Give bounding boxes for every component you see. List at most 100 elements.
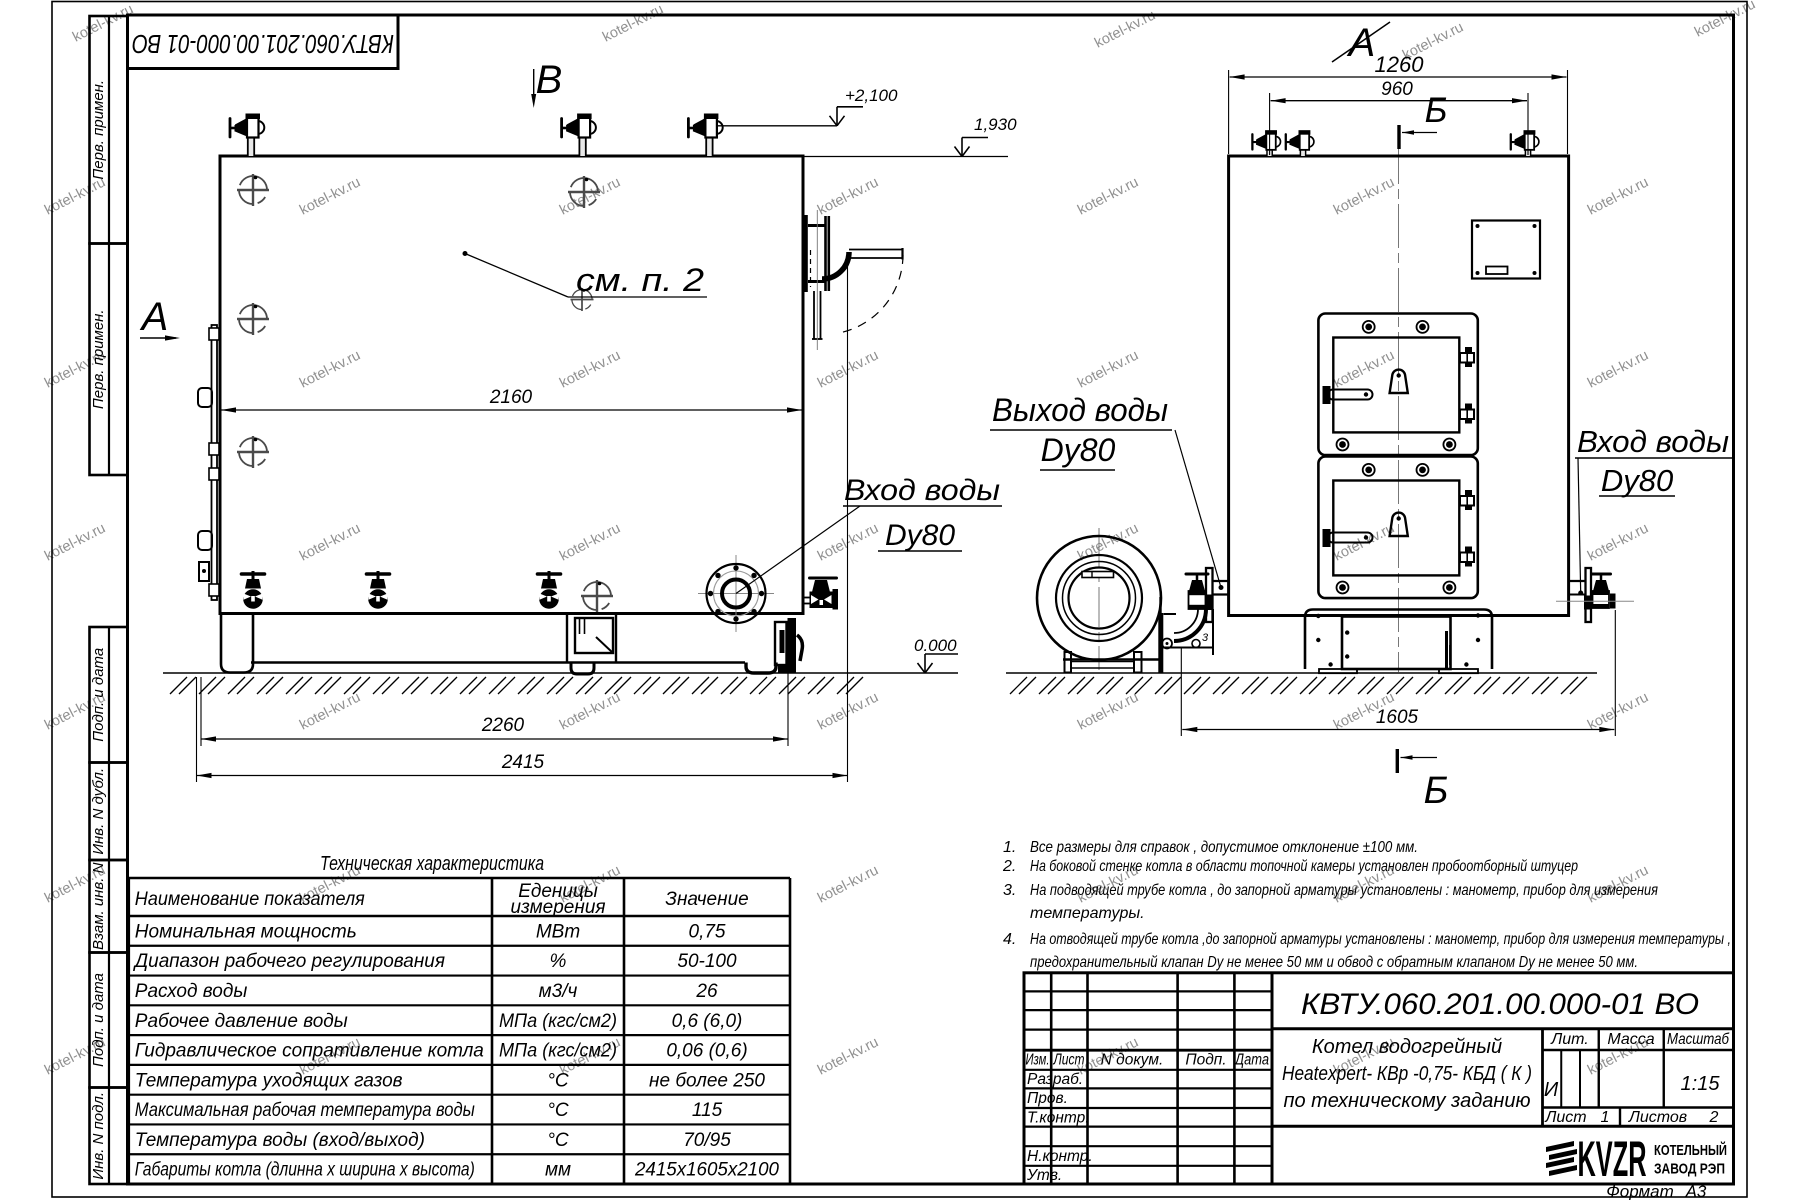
svg-text:Техническая характеристика: Техническая характеристика xyxy=(320,853,544,875)
svg-text:Вход воды: Вход воды xyxy=(1577,424,1729,459)
svg-text:по техническому заданию: по техническому заданию xyxy=(1283,1090,1530,1112)
svg-text:Гидравлическое сопративление к: Гидравлическое сопративление котла xyxy=(135,1041,484,1062)
svg-text:температуры.: температуры. xyxy=(1030,905,1145,922)
svg-text:Формат: Формат xyxy=(1606,1182,1674,1200)
svg-text:не более 250: не более 250 xyxy=(649,1070,765,1091)
svg-text:Dy80: Dy80 xyxy=(1601,463,1673,498)
svg-text:2.: 2. xyxy=(1002,858,1016,875)
svg-text:Б: Б xyxy=(1424,770,1449,812)
svg-text:Лист: Лист xyxy=(1544,1109,1586,1126)
svg-text:Инв. N подл.: Инв. N подл. xyxy=(90,1092,107,1180)
svg-text:Дата: Дата xyxy=(1233,1052,1269,1069)
svg-text:Изм.: Изм. xyxy=(1026,1052,1050,1069)
svg-text:КВТУ.060.201.00.000-01 ВО: КВТУ.060.201.00.000-01 ВО xyxy=(1301,988,1699,1021)
svg-text:2160: 2160 xyxy=(489,387,533,408)
svg-text:На боковой стенке котла в обла: На боковой стенке котла в области топочн… xyxy=(1030,858,1578,875)
svg-text:Взам. инв. N: Взам. инв. N xyxy=(90,862,107,950)
svg-text:2415: 2415 xyxy=(501,752,545,773)
svg-text:Значение: Значение xyxy=(665,889,748,910)
svg-text:Рабочее давление воды: Рабочее давление воды xyxy=(135,1011,348,1032)
svg-text:МВт: МВт xyxy=(536,921,580,942)
svg-text:ЗАВОД РЭП: ЗАВОД РЭП xyxy=(1654,1161,1725,1178)
svg-text:Перв. примен.: Перв. примен. xyxy=(90,80,107,180)
svg-text:1605: 1605 xyxy=(1376,707,1419,728)
svg-text:3: 3 xyxy=(1202,632,1209,644)
svg-text:Расход воды: Расход воды xyxy=(135,981,248,1002)
svg-text:N докум.: N докум. xyxy=(1101,1052,1164,1069)
svg-text:м3/ч: м3/ч xyxy=(539,981,578,1002)
svg-text:0,75: 0,75 xyxy=(689,921,726,942)
svg-text:26: 26 xyxy=(695,981,718,1002)
svg-text:0.000: 0.000 xyxy=(914,636,957,655)
svg-text:1: 1 xyxy=(1601,1109,1610,1126)
svg-text:Н.контр.: Н.контр. xyxy=(1027,1148,1093,1165)
svg-text:измерения: измерения xyxy=(510,897,605,918)
svg-text:Утв.: Утв. xyxy=(1026,1167,1062,1184)
svg-text:На отводящей трубе котла ,до з: На отводящей трубе котла ,до запорной ар… xyxy=(1030,931,1731,948)
svg-text:4.: 4. xyxy=(1003,931,1016,948)
svg-text:КВТУ.060.201.00.000-01 ВО: КВТУ.060.201.00.000-01 ВО xyxy=(132,29,394,59)
svg-text:2415х1605х2100: 2415х1605х2100 xyxy=(634,1160,779,1181)
svg-text:В: В xyxy=(536,58,563,102)
svg-text:предохранительный клапан Dу н: предохранительный клапан Dу не менее 50 … xyxy=(1030,954,1638,971)
svg-text:115: 115 xyxy=(692,1100,723,1121)
svg-text:%: % xyxy=(550,951,567,972)
svg-text:Перв. примен.: Перв. примен. xyxy=(90,309,107,409)
svg-text:Максимальная рабочая температу: Максимальная рабочая температура воды xyxy=(135,1100,475,1121)
svg-text:1,930: 1,930 xyxy=(974,115,1017,134)
svg-text:А: А xyxy=(1347,21,1376,65)
svg-text:3.: 3. xyxy=(1003,882,1016,899)
svg-text:Heatexpert- КВр -0,75- КБД ( К: Heatexpert- КВр -0,75- КБД ( К ) xyxy=(1282,1063,1532,1085)
svg-text:Т.контр.: Т.контр. xyxy=(1027,1110,1090,1127)
svg-text:МПа (кгс/см2): МПа (кгс/см2) xyxy=(499,1011,617,1032)
svg-text:°С: °С xyxy=(547,1070,569,1091)
svg-text:Пров.: Пров. xyxy=(1027,1090,1068,1107)
svg-text:Температура воды (вход/выход): Температура воды (вход/выход) xyxy=(135,1130,425,1151)
svg-text:Габариты котла (длинна х ширин: Габариты котла (длинна х ширина х высота… xyxy=(135,1160,475,1181)
svg-text:Наименование показателя: Наименование показателя xyxy=(135,889,365,910)
svg-text:Подп.: Подп. xyxy=(1185,1052,1226,1069)
svg-text:1260: 1260 xyxy=(1375,52,1425,77)
svg-text:Номинальная мощность: Номинальная мощность xyxy=(135,921,357,942)
svg-text:Лист: Лист xyxy=(1053,1052,1085,1069)
svg-text:0,06 (0,6): 0,06 (0,6) xyxy=(666,1041,747,1062)
svg-text:см. п. 2: см. п. 2 xyxy=(576,262,704,298)
svg-text:1:15: 1:15 xyxy=(1681,1073,1721,1095)
svg-text:+2,100: +2,100 xyxy=(845,86,898,105)
svg-text:KVZR: KVZR xyxy=(1578,1131,1647,1187)
svg-text:Лит.: Лит. xyxy=(1550,1031,1588,1048)
svg-text:1.: 1. xyxy=(1003,839,1016,856)
svg-text:Разраб.: Разраб. xyxy=(1027,1071,1083,1088)
svg-text:Котел водогрейный: Котел водогрейный xyxy=(1312,1036,1502,1058)
svg-text:МПа (кгс/см2): МПа (кгс/см2) xyxy=(499,1041,617,1062)
svg-text:Подп. и дата: Подп. и дата xyxy=(90,648,107,742)
svg-text:А3: А3 xyxy=(1685,1182,1707,1200)
svg-text:0,6 (6,0): 0,6 (6,0) xyxy=(672,1011,743,1032)
svg-text:2260: 2260 xyxy=(481,715,525,736)
svg-text:мм: мм xyxy=(545,1160,571,1181)
svg-text:Выход воды: Выход воды xyxy=(992,392,1168,428)
svg-text:На подводящей трубе котла ,: На подводящей трубе котла , до запорной … xyxy=(1030,882,1658,899)
svg-text:Масштаб: Масштаб xyxy=(1667,1031,1730,1048)
svg-text:2: 2 xyxy=(1709,1109,1719,1126)
svg-text:Еденицы: Еденицы xyxy=(518,881,598,902)
svg-text:Подп. и дата: Подп. и дата xyxy=(90,973,107,1067)
svg-text:°С: °С xyxy=(547,1130,569,1151)
svg-text:Диапазон рабочего регулировани: Диапазон рабочего регулирования xyxy=(133,951,445,972)
svg-text:Масса: Масса xyxy=(1607,1031,1654,1048)
svg-text:50-100: 50-100 xyxy=(677,951,737,972)
svg-text:КОТЕЛЬНЫЙ: КОТЕЛЬНЫЙ xyxy=(1654,1141,1727,1159)
svg-text:Инв. N дубл.: Инв. N дубл. xyxy=(90,768,107,855)
svg-text:Dy80: Dy80 xyxy=(1041,432,1116,468)
svg-text:°С: °С xyxy=(547,1100,569,1121)
svg-text:Все размеры для справок , допу: Все размеры для справок , допустимое отк… xyxy=(1030,839,1418,856)
svg-text:960: 960 xyxy=(1381,79,1413,100)
svg-text:70/95: 70/95 xyxy=(683,1130,731,1151)
svg-text:Б: Б xyxy=(1425,91,1448,130)
svg-text:Листов: Листов xyxy=(1628,1109,1687,1126)
svg-text:И: И xyxy=(1544,1079,1559,1101)
svg-text:А: А xyxy=(140,295,169,339)
svg-text:Dy80: Dy80 xyxy=(885,519,955,552)
svg-text:Температура уходящих газов: Температура уходящих газов xyxy=(135,1070,403,1091)
svg-text:Вход воды: Вход воды xyxy=(844,474,1000,507)
